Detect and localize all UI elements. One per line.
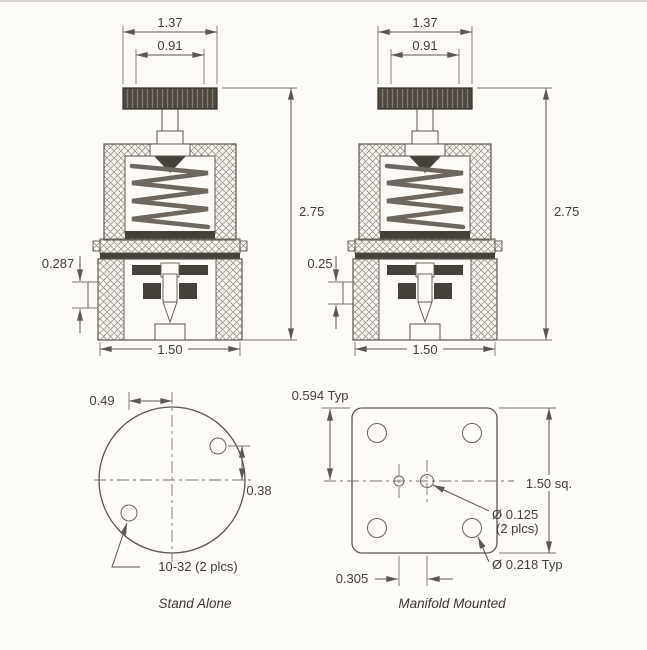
- port-diameter-note: (2 plcs): [496, 521, 539, 536]
- dim-label-port-spacing: 0.305: [336, 571, 369, 586]
- dim-label-base-width-left: 1.50: [157, 342, 182, 357]
- dim-label-height-left: 2.75: [299, 204, 324, 219]
- stand-alone-section-view: 1.37 0.91 2.75 0.287: [42, 15, 325, 357]
- mount-hole-top-left: [367, 423, 387, 443]
- port-diameter-label: Ø 0.125: [492, 507, 538, 522]
- dim-edge-offset: 0.594 Typ: [292, 388, 350, 481]
- dim-label-port-step-right: 0.25: [307, 256, 332, 271]
- dim-base-width-left: 1.50: [99, 342, 241, 357]
- mount-hole-diameter-label: Ø 0.218 Typ: [492, 557, 563, 572]
- dim-label-knob-width-right: 0.91: [412, 38, 437, 53]
- dim-label-height-right: 2.75: [554, 204, 579, 219]
- dim-knob-width-left: 0.91: [135, 38, 205, 84]
- port-hole-right: [420, 474, 434, 488]
- thread-note-label: 10-32 (2 plcs): [158, 559, 237, 574]
- dim-port-step-left: 0.287: [42, 256, 100, 333]
- dim-base-width-right: 1.50: [354, 342, 496, 357]
- mount-hole-bottom-right: [462, 518, 482, 538]
- port-diameter-callout: Ø 0.125 (2 plcs): [432, 484, 539, 536]
- dim-top-width-right: 1.37: [377, 15, 473, 84]
- manifold-bottom-view: 0.594 Typ 1.50 sq. Ø 0.125 (2 plcs) Ø 0.…: [292, 388, 577, 611]
- dim-square-size: 1.50 sq.: [499, 407, 577, 554]
- dim-label-knob-width-left: 0.91: [157, 38, 182, 53]
- dim-top-width-left: 1.37: [122, 15, 218, 84]
- mount-hole-diameter-callout: Ø 0.218 Typ: [477, 536, 563, 572]
- dim-hole-offset-x: 0.49: [89, 392, 172, 410]
- dim-label-hole-offset-x: 0.49: [89, 393, 114, 408]
- dim-hole-offset-y: 0.38: [228, 445, 272, 498]
- dim-label-hole-offset-y: 0.38: [246, 483, 271, 498]
- dim-height-right: 2.75: [477, 87, 579, 341]
- manifold-plate-outline: [351, 407, 498, 554]
- dim-label-edge-offset: 0.594 Typ: [292, 388, 349, 403]
- dim-label-square-size: 1.50 sq.: [526, 476, 572, 491]
- dim-label-top-width-right: 1.37: [412, 15, 437, 30]
- mount-hole-top-right: [462, 423, 482, 443]
- dim-label-port-step-left: 0.287: [42, 256, 75, 271]
- dim-port-step-right: 0.25: [307, 256, 355, 329]
- caption-stand-alone: Stand Alone: [158, 596, 231, 611]
- mount-hole-bottom-left: [367, 518, 387, 538]
- caption-manifold-mounted: Manifold Mounted: [398, 596, 506, 611]
- dim-height-left: 2.75: [222, 87, 324, 341]
- dim-port-spacing: 0.305: [336, 556, 453, 586]
- stand-alone-bottom-view: 0.49 0.38 10-32 (2 plcs) Stand Alone: [89, 392, 272, 611]
- mounting-hole-top: [209, 437, 227, 455]
- dim-label-top-width-left: 1.37: [157, 15, 182, 30]
- mounting-hole-bottom: [120, 504, 138, 522]
- port-hole-left: [393, 475, 405, 487]
- manifold-section-view: 1.37 0.91 2.75 0.25: [307, 15, 579, 357]
- dim-knob-width-right: 0.91: [390, 38, 460, 84]
- dim-label-base-width-right: 1.50: [412, 342, 437, 357]
- thread-callout: 10-32 (2 plcs): [111, 522, 238, 574]
